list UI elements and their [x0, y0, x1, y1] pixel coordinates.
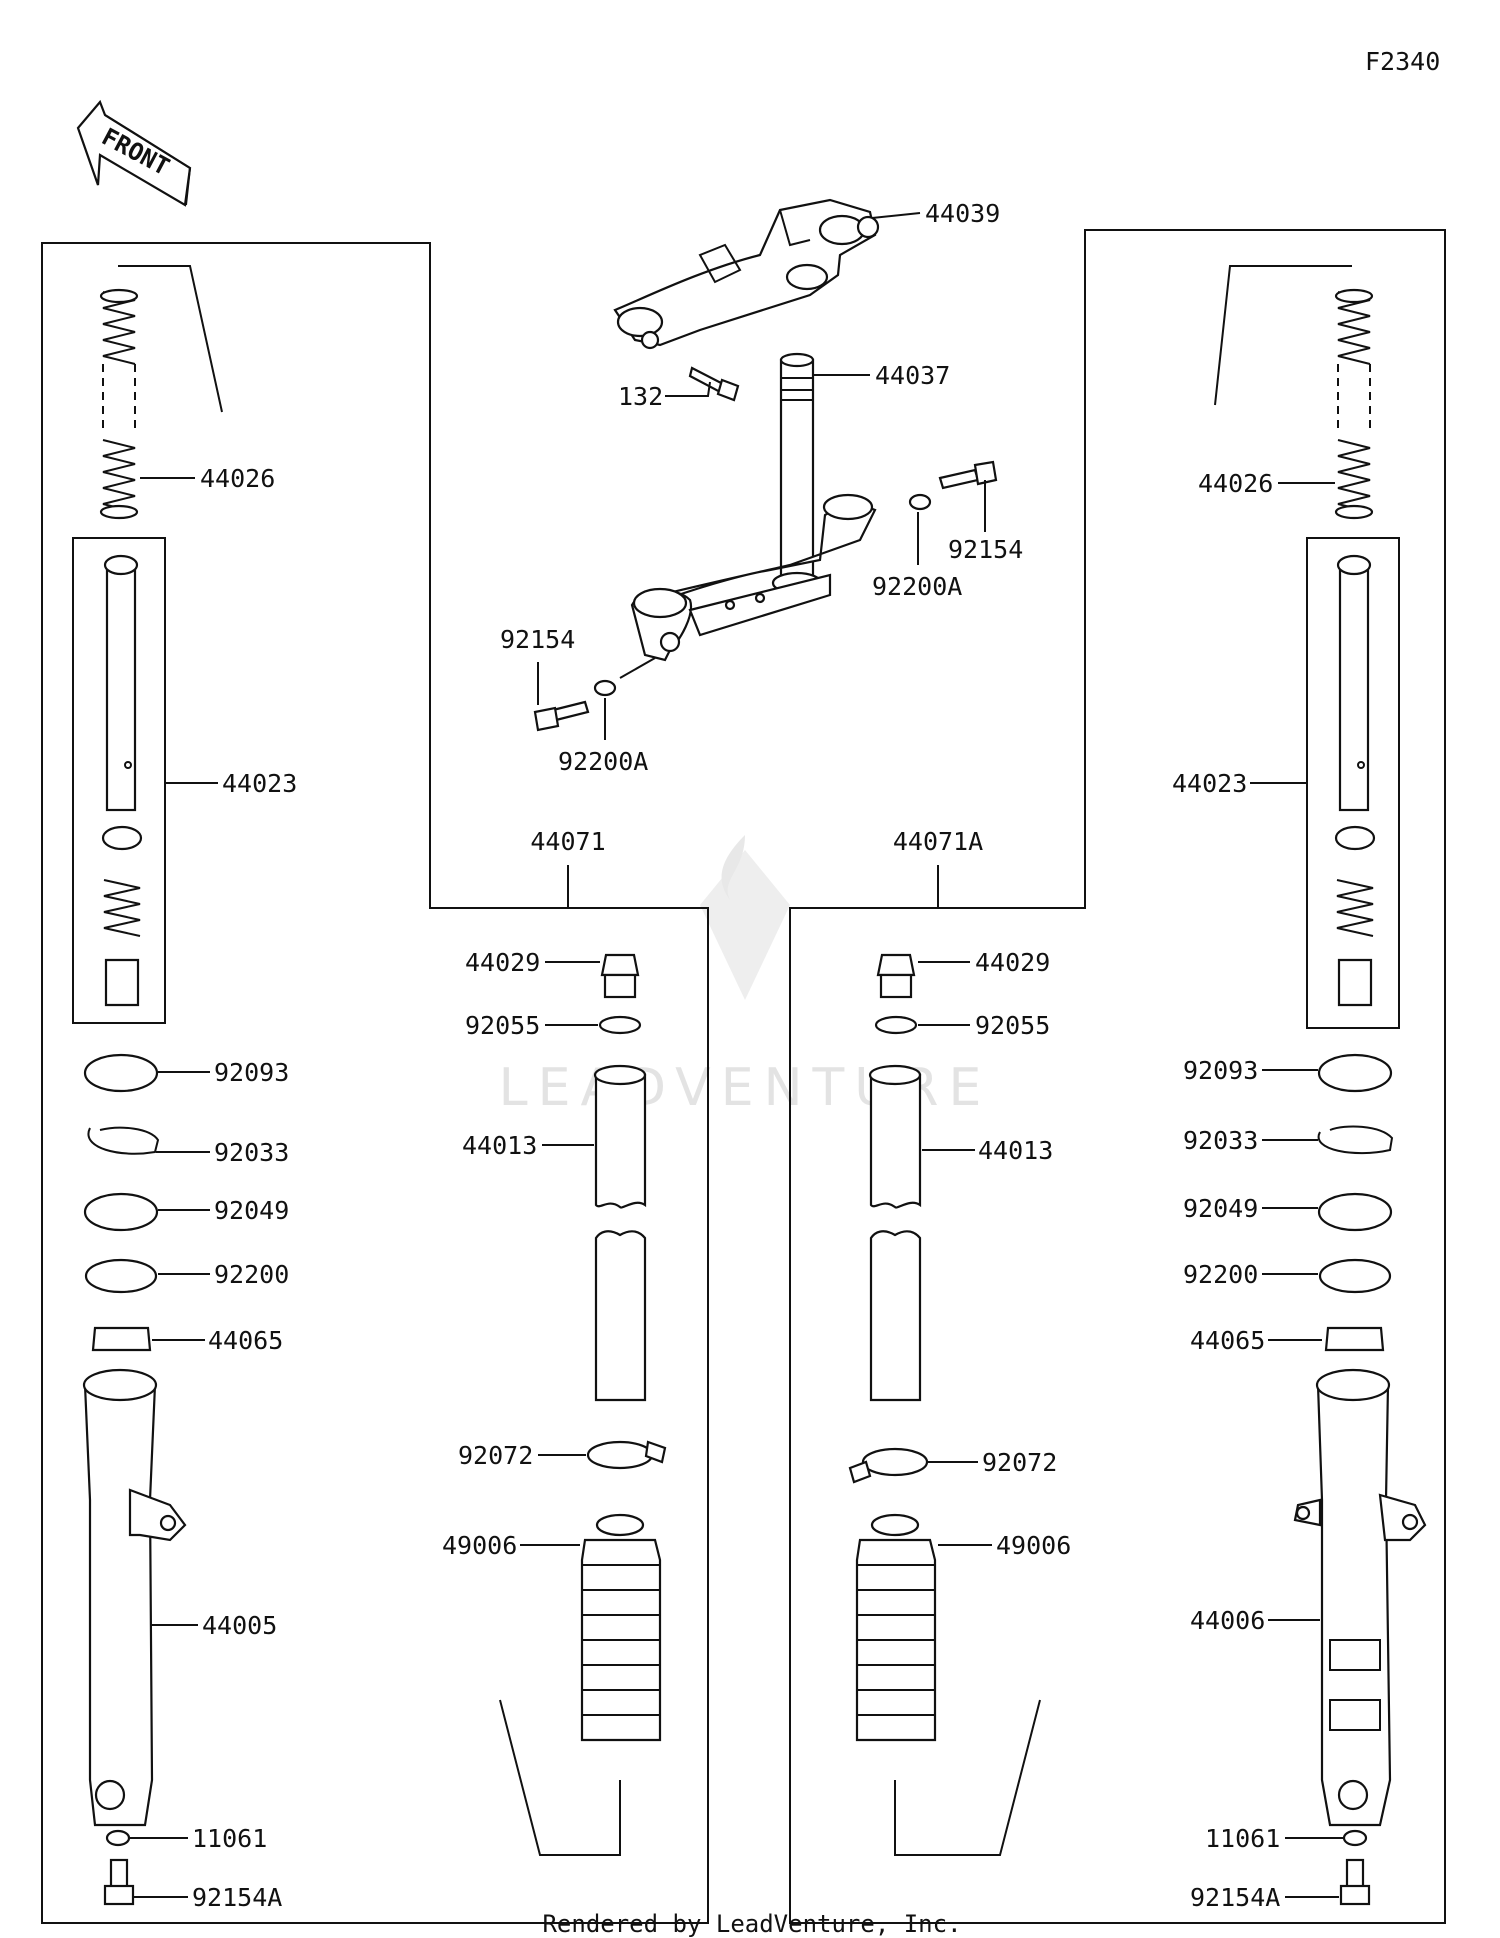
- label-44005: 44005: [202, 1611, 277, 1640]
- label-44006: 44006: [1190, 1606, 1265, 1635]
- bushing-44065-left-part: [91, 1326, 152, 1352]
- damper-rod-44023-right-part: [1336, 554, 1372, 812]
- leader-132: [665, 381, 711, 397]
- front-arrow-icon: FRONT: [76, 99, 192, 207]
- boot-bracket-right: [894, 1699, 1041, 1856]
- label-92072-right: 92072: [982, 1448, 1057, 1477]
- label-44065-right: 44065: [1190, 1326, 1265, 1355]
- sleeve-right-part: [1337, 958, 1373, 1007]
- left-fork-frame: [41, 242, 709, 1924]
- oring-92055-left-part: [598, 1015, 642, 1035]
- label-44037: 44037: [875, 361, 950, 390]
- label-49006-left: 49006: [442, 1531, 517, 1560]
- small-spring-right-part: [1336, 879, 1374, 937]
- ring-right-part: [1334, 825, 1376, 851]
- label-44026-right: 44026: [1198, 469, 1273, 498]
- spring-bracket-right: [1214, 265, 1352, 406]
- label-92154-left: 92154: [500, 625, 575, 654]
- label-92200A-left: 92200A: [558, 747, 648, 776]
- label-92154A-right: 92154A: [1190, 1883, 1280, 1912]
- inner-tube-44013-left-part: [593, 1064, 647, 1402]
- bolt-132-part: [688, 366, 740, 402]
- sleeve-left-part: [104, 958, 140, 1007]
- seal-92093-left-part: [83, 1053, 159, 1093]
- label-49006-right: 49006: [996, 1531, 1071, 1560]
- bolt-92154-left-part: [533, 700, 590, 732]
- cap-44029-left-part: [600, 953, 640, 999]
- label-11061-right: 11061: [1205, 1824, 1280, 1853]
- inner-tube-44013-right-part: [868, 1064, 922, 1402]
- figure-code: F2340: [1365, 47, 1440, 76]
- washer-92200A-left-part: [593, 679, 617, 697]
- label-11061-left: 11061: [192, 1824, 267, 1853]
- boot-bracket-left: [499, 1699, 621, 1856]
- label-92033-right: 92033: [1183, 1126, 1258, 1155]
- damper-box-left: [72, 537, 166, 1024]
- label-92154A-left: 92154A: [192, 1883, 282, 1912]
- spring-44026-left-part: [99, 288, 139, 520]
- bushing-44065-right-part: [1324, 1326, 1385, 1352]
- bolt-92154A-left-part: [103, 1858, 135, 1906]
- label-92154-right: 92154: [948, 535, 1023, 564]
- small-spring-left-part: [103, 879, 141, 937]
- label-92033-left: 92033: [214, 1138, 289, 1167]
- label-44013-left: 44013: [462, 1131, 537, 1160]
- footer-credit: Rendered by LeadVenture, Inc.: [542, 1910, 961, 1938]
- label-44065-left: 44065: [208, 1326, 283, 1355]
- lower-bracket-part: [630, 493, 877, 662]
- label-92055-left: 92055: [465, 1011, 540, 1040]
- leader-washer-bracket: [619, 657, 656, 679]
- washer-92200-right-part: [1318, 1258, 1392, 1294]
- ring-left-part: [101, 825, 143, 851]
- label-92049-left: 92049: [214, 1196, 289, 1225]
- clip-92033-right-part: [1317, 1125, 1394, 1155]
- right-fork-frame: [789, 229, 1446, 1924]
- washer-11061-right-part: [1342, 1829, 1368, 1847]
- bolt-92154-right-part: [938, 460, 998, 490]
- label-92200-left: 92200: [214, 1260, 289, 1289]
- spring-44026-right-part: [1334, 288, 1374, 520]
- washer-92200-left-part: [84, 1258, 158, 1294]
- boot-49006-left-part: [580, 1513, 662, 1742]
- label-92049-right: 92049: [1183, 1194, 1258, 1223]
- seal-92049-right-part: [1317, 1192, 1393, 1232]
- label-92055-right: 92055: [975, 1011, 1050, 1040]
- label-44013-right: 44013: [978, 1136, 1053, 1165]
- label-92093-left: 92093: [214, 1058, 289, 1087]
- label-92200A-right: 92200A: [872, 572, 962, 601]
- outer-tube-44005-part: [82, 1368, 187, 1827]
- spring-bracket-left: [118, 265, 223, 413]
- outer-tube-44006-part: [1293, 1368, 1427, 1827]
- label-44026-left: 44026: [200, 464, 275, 493]
- label-92072-left: 92072: [458, 1441, 533, 1470]
- clamp-92072-left-part: [586, 1440, 667, 1470]
- label-44029-left: 44029: [465, 948, 540, 977]
- washer-11061-left-part: [105, 1829, 131, 1847]
- label-44071A: 44071A: [893, 827, 983, 856]
- steering-stem-part: [779, 352, 815, 592]
- clip-92033-left-part: [87, 1126, 160, 1155]
- seal-92093-right-part: [1317, 1053, 1393, 1093]
- upper-bracket-part: [613, 198, 880, 350]
- label-92200-right: 92200: [1183, 1260, 1258, 1289]
- label-92093-right: 92093: [1183, 1056, 1258, 1085]
- boot-49006-right-part: [855, 1513, 937, 1742]
- label-44039: 44039: [925, 199, 1000, 228]
- label-44071: 44071: [530, 827, 605, 856]
- damper-rod-44023-left-part: [103, 554, 139, 812]
- oring-92055-right-part: [874, 1015, 918, 1035]
- leader-44039: [871, 212, 921, 219]
- label-44029-right: 44029: [975, 948, 1050, 977]
- bolt-92154A-right-part: [1339, 1858, 1371, 1906]
- label-132: 132: [618, 382, 663, 411]
- clamp-92072-right-part: [848, 1447, 929, 1484]
- seal-92049-left-part: [83, 1192, 159, 1232]
- label-44023-right: 44023: [1172, 769, 1247, 798]
- washer-92200A-right-part: [908, 493, 932, 511]
- cap-44029-right-part: [876, 953, 916, 999]
- label-44023-left: 44023: [222, 769, 297, 798]
